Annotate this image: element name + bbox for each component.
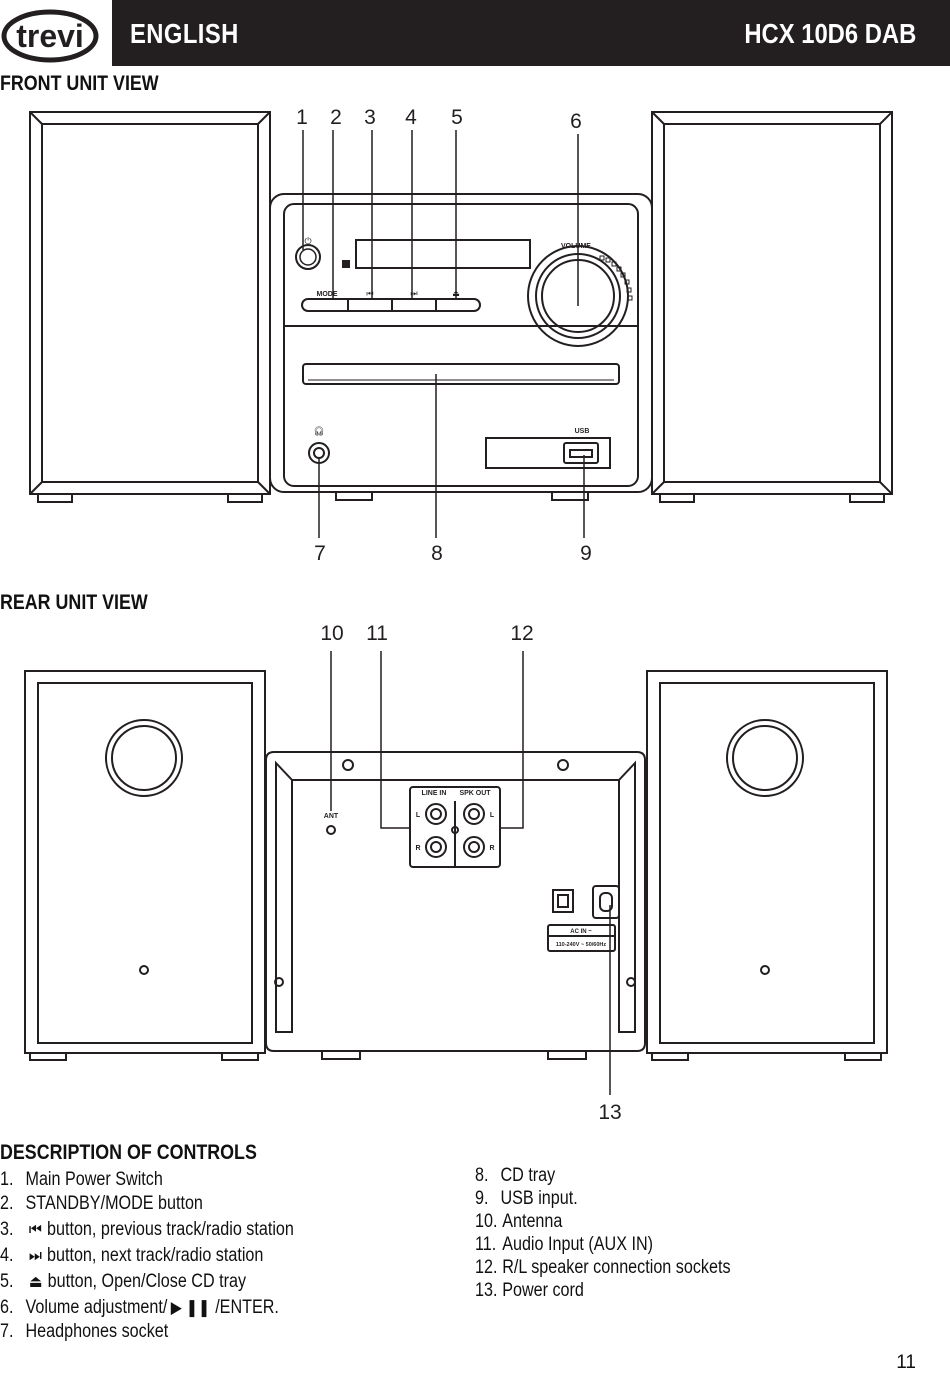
svg-text:⏻: ⏻: [304, 236, 311, 246]
usb-panel: [485, 437, 611, 469]
next-icon: ⏭: [28, 1246, 42, 1265]
callout-11: 11: [366, 622, 388, 645]
svg-text:R: R: [489, 845, 494, 852]
svg-text:R: R: [415, 845, 420, 852]
svg-text:ANT: ANT: [324, 813, 339, 820]
svg-text:MODE: MODE: [317, 291, 338, 298]
rear-unit-diagram: ANT LINE IN SPK OUT L R L R AC IN ~ 110-…: [24, 622, 888, 1124]
right-bass-port: [726, 719, 804, 797]
list-item: 8.CD tray: [475, 1164, 556, 1186]
callout-7: 7: [314, 542, 326, 565]
svg-text:USB: USB: [575, 428, 590, 435]
controls-list-right: 8.CD tray 9.USB input. 10.Antenna 11.Aud…: [475, 1164, 776, 1302]
front-view-title: FRONT UNIT VIEW: [0, 72, 159, 95]
main-unit-rear: [265, 751, 646, 1052]
line-in-left-jack: [425, 803, 447, 825]
svg-text:SPK OUT: SPK OUT: [459, 790, 491, 797]
list-item: 6. Volume adjustment/ ▶ ❚❚ /ENTER.: [0, 1297, 279, 1318]
prev-icon: ⏮: [28, 1220, 42, 1239]
list-item: 3. ⏮ button, previous track/radio statio…: [0, 1219, 294, 1240]
svg-text:L: L: [416, 812, 421, 819]
svg-text:trevi: trevi: [16, 18, 84, 54]
rear-view-title: REAR UNIT VIEW: [0, 591, 148, 614]
list-item: 1.Main Power Switch: [0, 1169, 163, 1190]
spk-out-left-jack: [463, 803, 485, 825]
antenna-socket: [326, 825, 336, 835]
model-label: HCX 10D6 DAB: [744, 18, 916, 49]
play-pause-icon: ▶ ❚❚: [170, 1298, 211, 1317]
front-unit-diagram: ⏻ MODE ⏮ ⏭ ⏏ VOLUME 🎧︎ USB 1 2 3 4 5 6 7…: [29, 106, 893, 565]
usb-port: [563, 442, 599, 464]
callout-10: 10: [320, 622, 343, 645]
list-item: 7.Headphones socket: [0, 1321, 169, 1342]
svg-text:🎧︎: 🎧︎: [313, 426, 324, 436]
ac-inlet: [592, 885, 620, 919]
callout-8: 8: [431, 542, 443, 565]
controls-list-left: 1.Main Power Switch 2.STANDBY/MODE butto…: [0, 1168, 346, 1344]
power-button: [295, 244, 321, 270]
line-in-right-jack: [425, 836, 447, 858]
svg-text:LINE IN: LINE IN: [422, 790, 447, 797]
svg-text:VOLUME: VOLUME: [561, 243, 591, 250]
page-number: 11: [896, 1352, 916, 1373]
right-speaker-rear: [646, 670, 888, 1054]
list-item: 9.USB input.: [475, 1187, 578, 1209]
svg-text:⏮: ⏮: [366, 289, 373, 298]
left-bass-port: [105, 719, 183, 797]
display-window: [355, 239, 531, 269]
callout-1: 1: [296, 106, 308, 129]
svg-text:L: L: [490, 812, 495, 819]
right-speaker-front: [651, 111, 893, 495]
svg-text:110-240V ~ 50/60Hz: 110-240V ~ 50/60Hz: [556, 942, 607, 948]
svg-text:⏭: ⏭: [410, 289, 417, 298]
callout-9: 9: [580, 542, 592, 565]
callout-6: 6: [570, 110, 582, 133]
trevi-logo-icon: trevi: [1, 9, 99, 63]
svg-text:AC IN ~: AC IN ~: [570, 929, 592, 935]
page-header: trevi ENGLISH HCX 10D6 DAB: [0, 0, 950, 66]
list-item: 11.Audio Input (AUX IN): [475, 1233, 654, 1255]
ac-label: [547, 924, 616, 952]
left-speaker-rear: [24, 670, 266, 1054]
controls-title: DESCRIPTION OF CONTROLS: [0, 1141, 257, 1164]
list-item: 5. ⏏ button, Open/Close CD tray: [0, 1271, 247, 1292]
list-item: 13.Power cord: [475, 1279, 584, 1301]
power-switch-rear: [552, 889, 574, 913]
callout-2: 2: [330, 106, 342, 129]
callout-3: 3: [364, 106, 376, 129]
callout-4: 4: [405, 106, 417, 129]
spk-out-right-jack: [463, 836, 485, 858]
list-item: 4. ⏭ button, next track/radio station: [0, 1245, 264, 1266]
callout-13: 13: [598, 1101, 621, 1124]
list-item: 12.R/L speaker connection sockets: [475, 1256, 731, 1278]
list-item: 10.Antenna: [475, 1210, 563, 1232]
callout-5: 5: [451, 106, 463, 129]
callout-12: 12: [510, 622, 533, 645]
language-label: ENGLISH: [130, 18, 239, 49]
eject-icon: ⏏: [28, 1272, 43, 1291]
main-unit-front: [269, 193, 653, 493]
left-speaker-front: [29, 111, 271, 495]
cd-tray: [302, 363, 620, 385]
brand-logo: trevi: [0, 0, 112, 66]
list-item: 2.STANDBY/MODE button: [0, 1193, 203, 1214]
